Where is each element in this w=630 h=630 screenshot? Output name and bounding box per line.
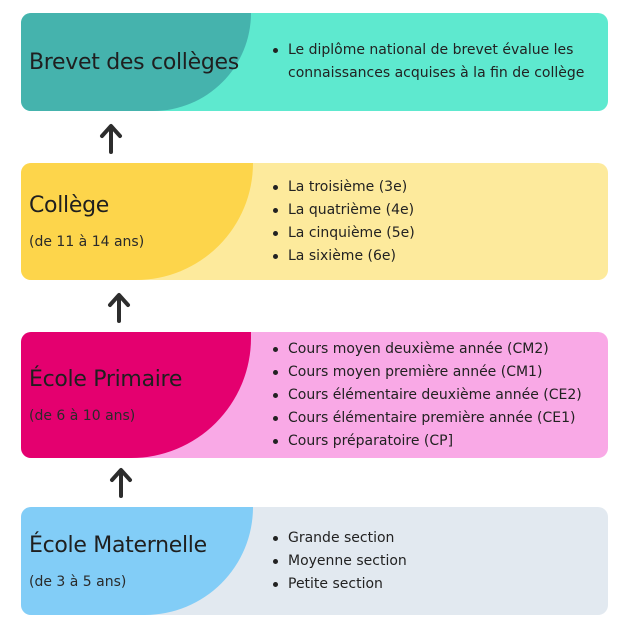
list-item: La troisième (3e) xyxy=(271,176,596,199)
stage-primaire-header: École Primaire (de 6 à 10 ans) xyxy=(21,332,251,458)
stage-age-range: (de 11 à 14 ans) xyxy=(29,234,145,250)
arrow-up-icon xyxy=(108,293,130,323)
list-item: Le diplôme national de brevet évalue les xyxy=(271,39,596,62)
stage-title: Brevet des collèges xyxy=(29,49,239,75)
stage-title: École Primaire xyxy=(29,366,183,392)
stage-primaire: École Primaire (de 6 à 10 ans) Cours moy… xyxy=(21,332,608,458)
list-item: Grande section xyxy=(271,527,596,550)
stage-title: École Maternelle xyxy=(29,532,207,558)
list-item: Cours préparatoire (CP] xyxy=(271,430,596,453)
stage-maternelle-items: Grande section Moyenne section Petite se… xyxy=(271,507,596,615)
list-item: Cours moyen deuxième année (CM2) xyxy=(271,338,596,361)
stage-maternelle: École Maternelle (de 3 à 5 ans) Grande s… xyxy=(21,507,608,615)
list-item: connaissances acquises à la fin de collè… xyxy=(288,65,585,81)
list-item: Cours élémentaire deuxième année (CE2) xyxy=(271,384,596,407)
stage-college-header: Collège (de 11 à 14 ans) xyxy=(21,163,253,280)
list-item: Cours élémentaire première année (CE1) xyxy=(271,407,596,430)
stage-title: Collège xyxy=(29,193,109,218)
list-item: La sixième (6e) xyxy=(271,245,596,268)
stage-brevet: Brevet des collèges Le diplôme national … xyxy=(21,13,608,111)
stage-brevet-header: Brevet des collèges xyxy=(21,13,251,111)
list-item: La quatrième (4e) xyxy=(271,199,596,222)
arrow-up-icon xyxy=(100,124,122,154)
stage-age-range: (de 3 à 5 ans) xyxy=(29,573,127,590)
stage-college: Collège (de 11 à 14 ans) La troisième (3… xyxy=(21,163,608,280)
stage-brevet-items: Le diplôme national de brevet évalue les… xyxy=(271,13,596,111)
stage-college-items: La troisième (3e) La quatrième (4e) La c… xyxy=(271,163,596,280)
list-item: La cinquième (5e) xyxy=(271,222,596,245)
stage-maternelle-header: École Maternelle (de 3 à 5 ans) xyxy=(21,507,253,615)
arrow-up-icon xyxy=(110,468,132,498)
list-item: Cours moyen première année (CM1) xyxy=(271,361,596,384)
stage-primaire-items: Cours moyen deuxième année (CM2) Cours m… xyxy=(271,332,596,458)
list-item: Moyenne section xyxy=(271,550,596,573)
stage-age-range: (de 6 à 10 ans) xyxy=(29,407,136,424)
list-item: Petite section xyxy=(271,573,596,596)
